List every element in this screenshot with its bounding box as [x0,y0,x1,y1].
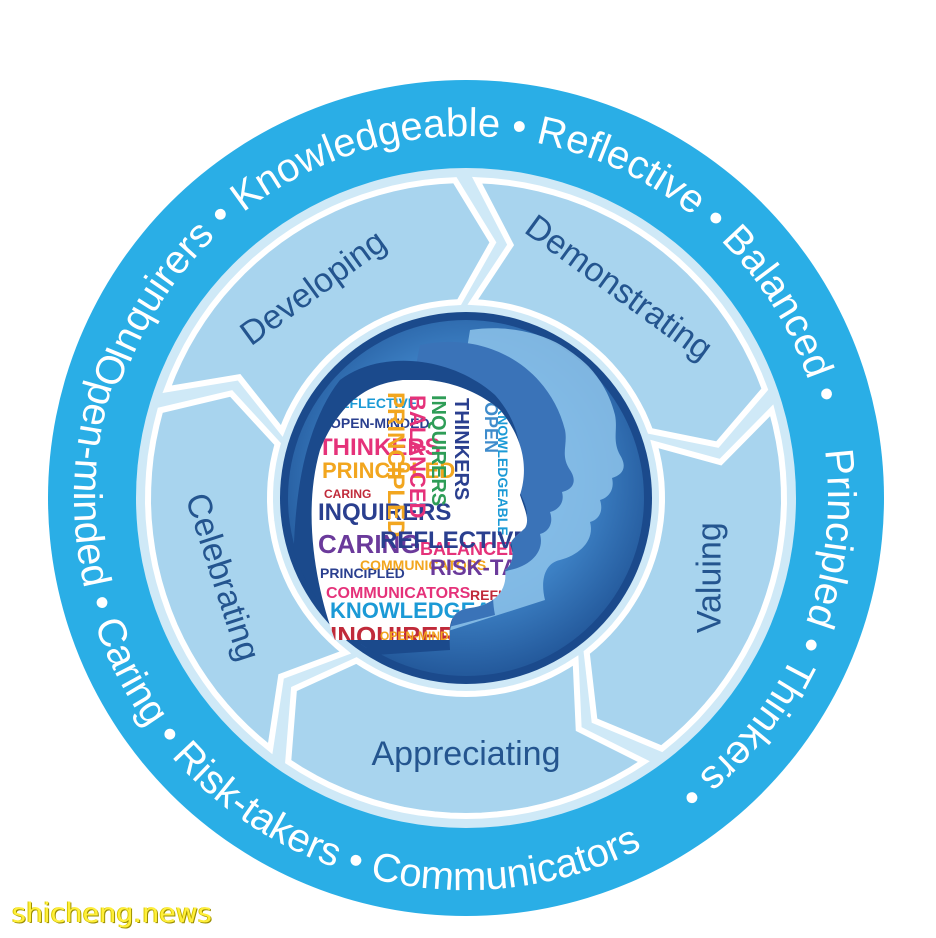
word-cloud-word: OPEN-MINDED [380,629,466,643]
stage-segment-developing [162,177,497,437]
word-cloud-word: BALANCED [405,395,430,518]
watermark: shicheng.news [12,898,212,929]
stage-label-valuing: Valuing [690,522,728,633]
word-cloud-word: THINKERS [318,434,441,461]
word-cloud: REFLECTIVEOPEN-MINDEDTHINKERSPRINCIPLEDC… [311,380,529,651]
word-cloud-word: COMMUNICATORS [360,557,486,573]
word-cloud-word: OPEN-MINDED [330,415,430,431]
word-cloud-word: THINKERS [450,398,472,500]
word-cloud-word: PRINCIPLED [382,392,409,537]
stage-segment-valuing [583,404,788,753]
separator: • [498,103,541,152]
word-cloud-word: PRINCIPLED [320,565,405,581]
word-cloud-word: INQUIRERS [427,395,449,506]
stage-segment-demonstrating [467,176,769,448]
word-cloud-word: INQUIRERS [318,499,451,526]
stage-segment-celebrating [144,390,352,755]
stage-segment-appreciating [285,655,650,820]
word-cloud-word: OPEN [481,402,501,453]
stage-segments [144,176,788,820]
word-cloud-word: KNOWLEDGEABLE [495,405,511,536]
word-cloud-word: INQUIRERS [330,621,474,651]
word-cloud-word: REFLECTIVE [380,527,529,554]
word-cloud-word: CARING [318,529,421,559]
stage-label-appreciating: Appreciating [371,735,560,773]
word-cloud-word: BALANCED [420,539,521,559]
word-cloud-word: CARING [324,487,371,501]
word-cloud-word: COMMUNICATORS [326,585,471,602]
word-cloud-word: PRINCIPLED [322,458,455,483]
